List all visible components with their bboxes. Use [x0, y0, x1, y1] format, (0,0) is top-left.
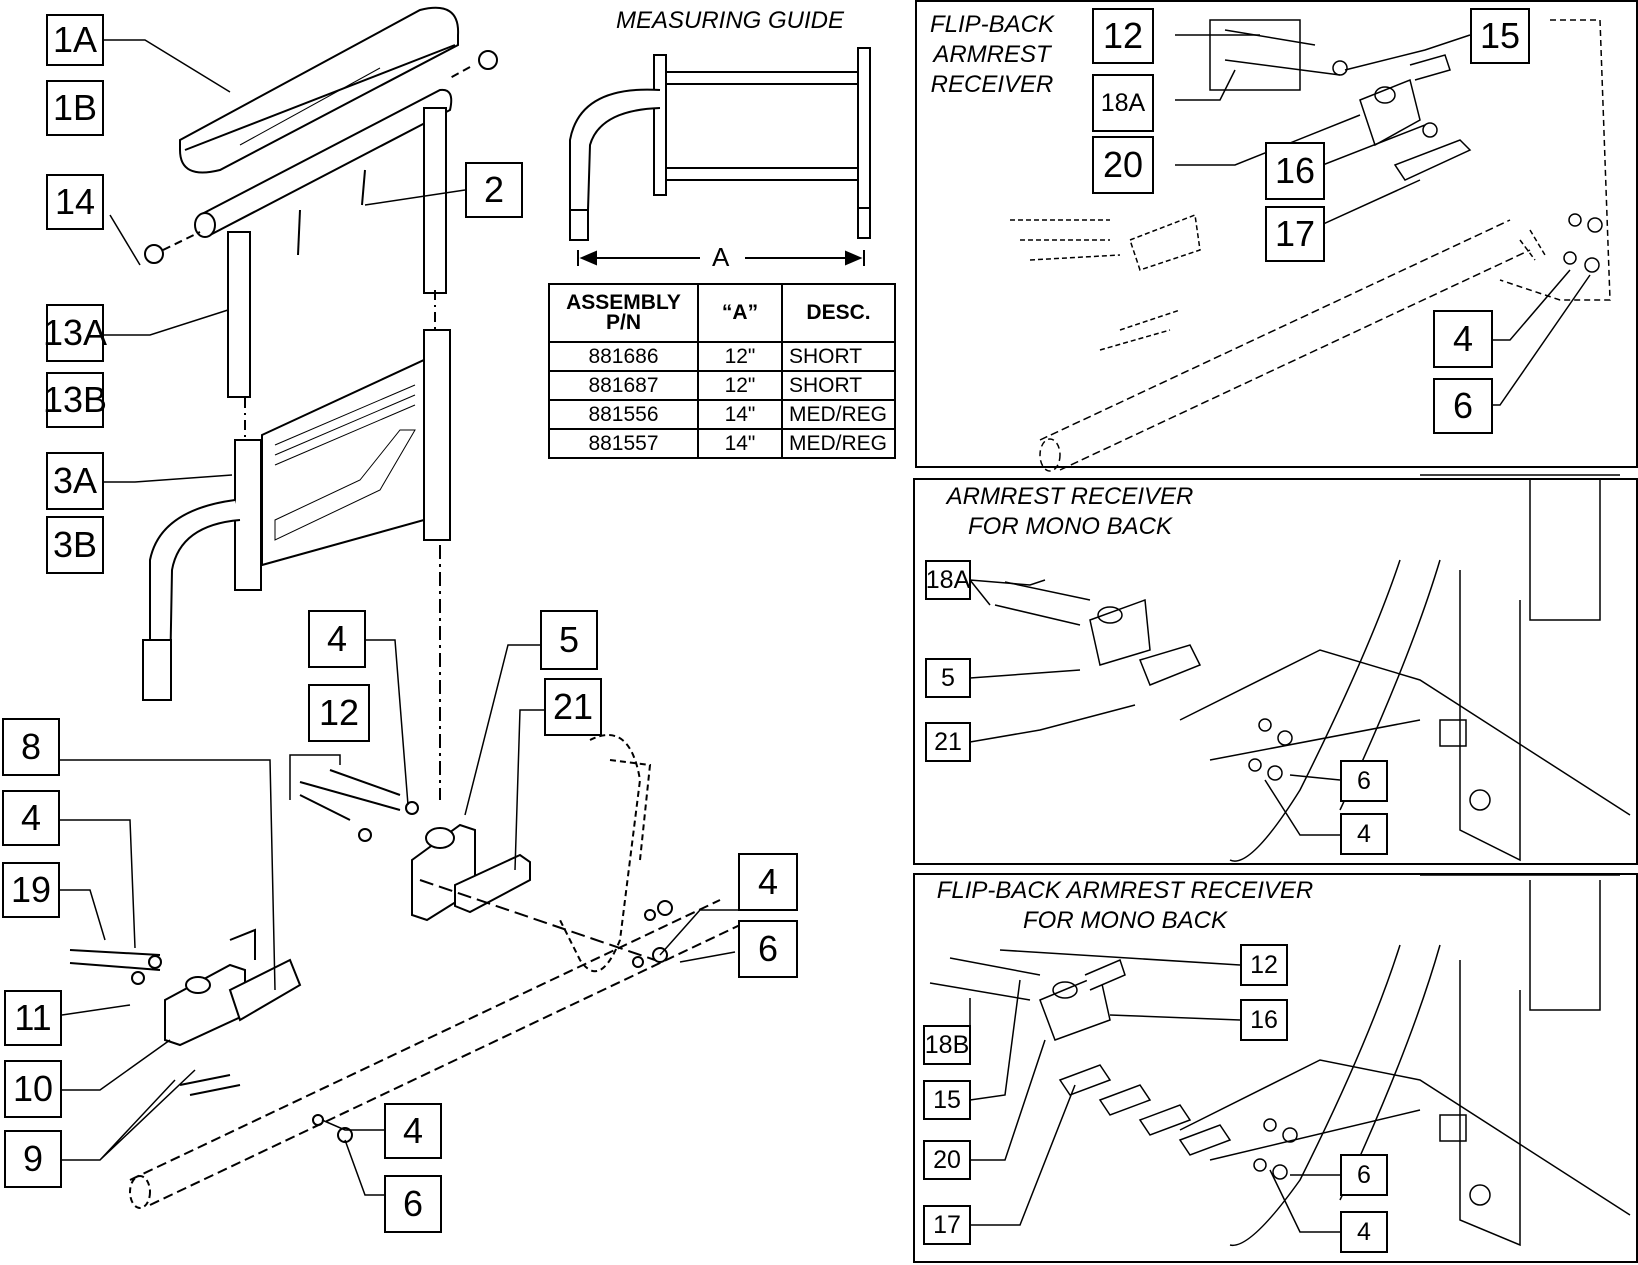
cell-a: 12" — [697, 370, 783, 401]
cell-pn: 881687 — [548, 370, 699, 401]
callout-2: 2 — [465, 162, 523, 218]
mono-callout-4: 4 — [1340, 813, 1388, 855]
flipmono-callout-16: 16 — [1240, 999, 1288, 1041]
cell-desc: SHORT — [781, 341, 896, 372]
mono-callout-18a: 18A — [925, 560, 971, 600]
callout-6: 6 — [384, 1175, 442, 1233]
flip-mono-title-line-1: FLIP-BACK ARMREST RECEIVER — [936, 877, 1314, 904]
mono-back-panel — [913, 478, 1638, 865]
flip-callout-17: 17 — [1265, 206, 1325, 262]
callout-13b: 13B — [43, 372, 107, 428]
mono-callout-5: 5 — [925, 658, 971, 698]
flipmono-callout-12: 12 — [1240, 944, 1288, 986]
flip-back-title-line-1: FLIP-BACK — [929, 11, 1055, 38]
flip-back-title-line-3: RECEIVER — [930, 71, 1054, 98]
flip-back-title-line-2: ARMREST — [933, 41, 1051, 68]
dimension-a-label: A — [712, 242, 730, 272]
flip-back-panel — [915, 0, 1638, 468]
callout-1a: 1A — [46, 14, 104, 66]
cell-desc: MED/REG — [781, 399, 896, 430]
callout-5: 5 — [540, 610, 598, 670]
col-assembly-pn: ASSEMBLY P/N — [548, 283, 699, 343]
callout-11: 11 — [4, 990, 62, 1046]
callout-4d: 4 — [738, 853, 798, 911]
flip-mono-title-line-2: FOR MONO BACK — [1022, 907, 1227, 934]
callout-12: 12 — [308, 684, 370, 742]
table-row: 881687 12" SHORT — [548, 370, 896, 401]
flipmono-callout-17: 17 — [923, 1205, 971, 1245]
callout-14: 14 — [46, 174, 104, 230]
flip-callout-18a: 18A — [1092, 74, 1154, 132]
col-desc: DESC. — [781, 283, 896, 343]
callout-6b: 6 — [738, 920, 798, 978]
mono-back-title-line-1: ARMREST RECEIVER — [946, 483, 1194, 510]
assembly-table-header: ASSEMBLY P/N “A” DESC. — [548, 283, 896, 343]
callout-3a: 3A — [46, 452, 104, 510]
callout-19: 19 — [2, 862, 60, 918]
col-a: “A” — [697, 283, 783, 343]
cell-desc: MED/REG — [781, 428, 896, 459]
callout-4b: 4 — [2, 790, 60, 846]
mono-back-title: ARMREST RECEIVER FOR MONO BACK — [930, 482, 1210, 542]
flip-callout-12: 12 — [1092, 8, 1154, 64]
callout-1b: 1B — [46, 80, 104, 136]
flip-mono-title: FLIP-BACK ARMREST RECEIVER FOR MONO BACK — [925, 876, 1325, 936]
mono-back-leaders — [969, 579, 1341, 836]
table-row: 881686 12" SHORT — [548, 341, 896, 372]
callout-10: 10 — [4, 1060, 62, 1118]
flipmono-callout-20: 20 — [923, 1140, 971, 1180]
flip-mono-leaders — [969, 949, 1340, 1233]
flip-mono-panel — [913, 873, 1638, 1263]
flip-callout-4: 4 — [1433, 310, 1493, 368]
armrest-tube-drawing — [144, 50, 498, 398]
cell-pn: 881557 — [548, 428, 699, 459]
callout-4c: 4 — [384, 1103, 442, 1159]
callout-13a: 13A — [43, 304, 107, 362]
callout-8: 8 — [2, 718, 60, 776]
armrest-pad-drawing — [179, 6, 460, 174]
cell-a: 12" — [697, 341, 783, 372]
flipmono-callout-4: 4 — [1340, 1211, 1388, 1253]
flip-callout-16: 16 — [1265, 142, 1325, 200]
mono-callout-21: 21 — [925, 722, 971, 762]
mono-back-panel-drawing — [994, 474, 1631, 862]
flipmono-callout-15: 15 — [923, 1080, 971, 1120]
table-row: 881556 14" MED/REG — [548, 399, 896, 430]
flip-receiver-drawing-main — [69, 899, 741, 1209]
flip-callout-15: 15 — [1470, 8, 1530, 64]
flip-callout-6: 6 — [1433, 378, 1493, 434]
flipmono-callout-18b: 18B — [923, 1025, 971, 1065]
flip-callout-20: 20 — [1092, 136, 1154, 194]
cell-pn: 881556 — [548, 399, 699, 430]
mono-back-title-line-2: FOR MONO BACK — [967, 513, 1172, 540]
cell-a: 14" — [697, 428, 783, 459]
side-panel-drawing — [142, 290, 451, 800]
flipmono-callout-6: 6 — [1340, 1154, 1388, 1196]
measuring-guide-title: MEASURING GUIDE — [615, 7, 845, 34]
callout-21: 21 — [544, 678, 602, 736]
callout-3b: 3B — [46, 516, 104, 574]
flip-mono-panel-drawing — [929, 874, 1631, 1247]
callout-9: 9 — [4, 1130, 62, 1188]
cell-a: 14" — [697, 399, 783, 430]
measuring-guide-drawing — [569, 47, 871, 266]
cell-pn: 881686 — [548, 341, 699, 372]
table-row: 881557 14" MED/REG — [548, 428, 896, 459]
flip-back-title: FLIP-BACK ARMREST RECEIVER — [922, 10, 1062, 100]
receiver-bracket-drawing — [299, 734, 656, 973]
cell-desc: SHORT — [781, 370, 896, 401]
mono-callout-6: 6 — [1340, 760, 1388, 802]
assembly-table: ASSEMBLY P/N “A” DESC. 881686 12" SHORT … — [548, 283, 896, 459]
callout-4: 4 — [308, 610, 366, 668]
